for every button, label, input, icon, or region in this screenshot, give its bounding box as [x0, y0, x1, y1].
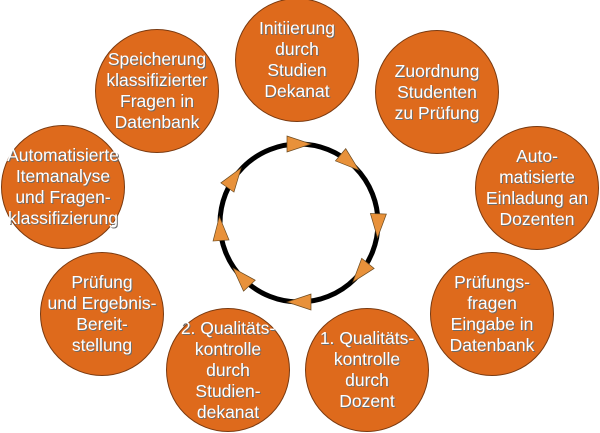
cycle-arrow-icon — [232, 267, 256, 292]
step-text-line: fragen — [467, 293, 517, 313]
step-text-line: durch — [345, 370, 389, 390]
step-text-line: Dekanat — [264, 81, 330, 101]
step-text-line: Datenbank — [114, 112, 200, 132]
step-text-line: Fragen in — [120, 91, 194, 111]
step-text-line: dekanat — [196, 401, 260, 422]
step-text-line: Itemanalyse — [15, 166, 111, 186]
step-text-line: klassifizierung — [8, 208, 118, 228]
step-text-line: Studien- — [195, 380, 261, 401]
step-text-line: Einladung an — [485, 188, 589, 208]
step-text-line: Automatisierte — [7, 145, 119, 165]
cycle-arrow-icon — [334, 148, 360, 171]
step-text-line: zu Prüfung — [394, 102, 480, 123]
step-text-line: Speicherung — [107, 49, 207, 69]
step-text-line: 1. Qualitäts- — [319, 328, 415, 348]
step-text-line: und Ergebnis- — [47, 293, 157, 313]
step-text-line: Bereit- — [76, 314, 128, 334]
cycle-arrow-icon — [212, 215, 230, 242]
step-text-line: Studien — [267, 60, 327, 80]
step-text-line: Auto- — [516, 146, 558, 166]
step-text-line: durch — [275, 39, 319, 59]
step-text-line: Prüfung — [71, 272, 133, 292]
step-text-line: Datenbank — [449, 335, 535, 355]
step-text-line: Studenten — [397, 81, 477, 102]
step-text-line: durch — [206, 359, 250, 380]
step-text-line: Dozenten — [499, 209, 575, 229]
cycle-arrow-icon — [369, 213, 387, 239]
step-text-line: kontrolle — [333, 349, 401, 369]
step-text-line: matisierte — [499, 167, 575, 187]
cycle-arrow-icon — [285, 293, 312, 311]
step-text-line: Eingabe in — [450, 314, 534, 334]
cycle-arrow-icon — [220, 166, 242, 193]
step-text-line: Dozent — [339, 391, 395, 411]
step-text-line: Zuordnung — [394, 60, 480, 81]
step-text-line: kontrolle — [194, 338, 262, 359]
step-text-line: klassifizierter — [106, 70, 208, 90]
step-text-line: Prüfungs- — [454, 272, 530, 292]
step-text-line: Initiierung — [259, 18, 335, 38]
cycle-arrow-icon — [352, 257, 375, 283]
step-text-line: stellung — [71, 335, 133, 355]
cycle-arrow-icon — [286, 135, 313, 153]
step-text-line: und Fragen- — [15, 187, 111, 207]
step-text-line: 2. Qualitäts- — [180, 317, 276, 338]
